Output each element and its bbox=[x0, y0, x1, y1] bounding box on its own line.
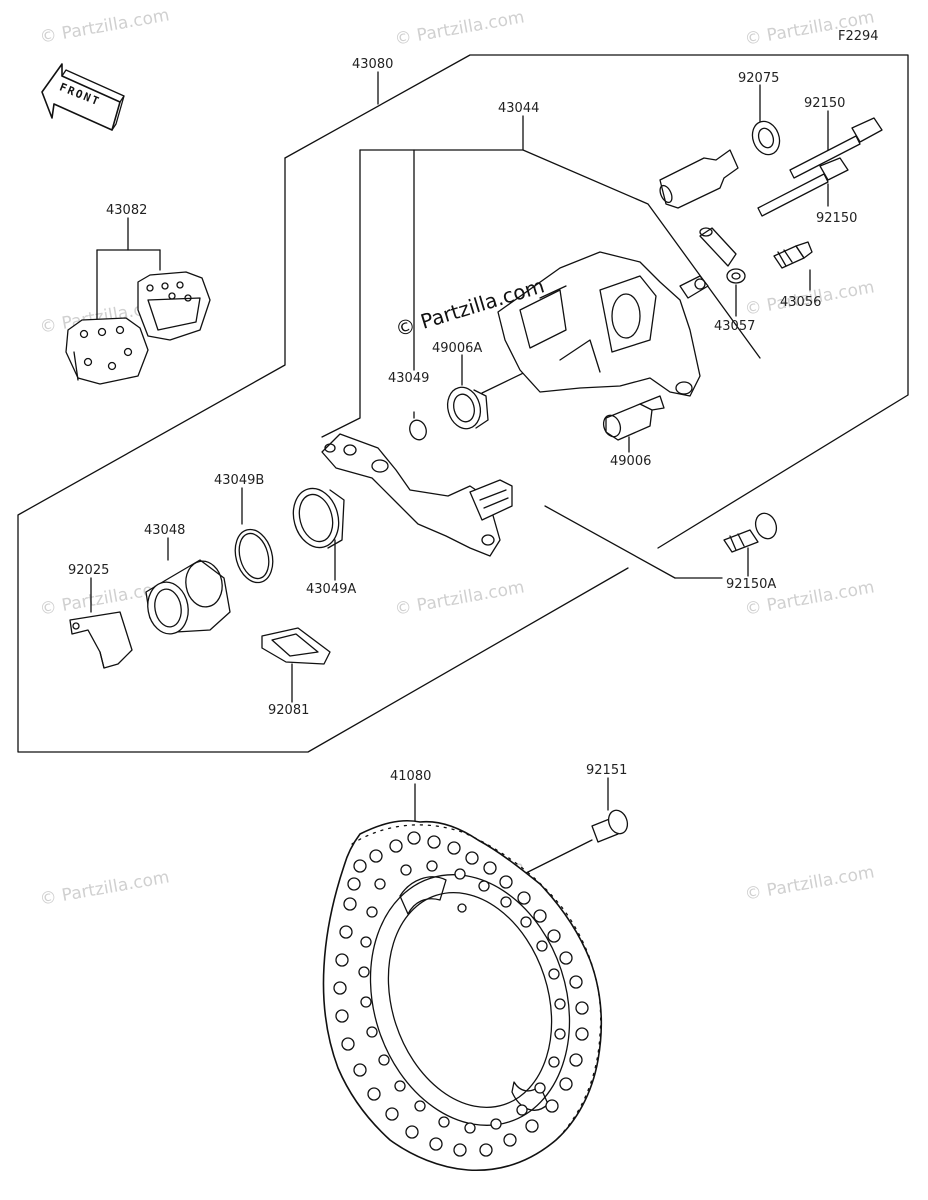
part-label-49006A[interactable]: 49006A bbox=[432, 341, 483, 356]
part-label-43082[interactable]: 43082 bbox=[106, 203, 148, 218]
brake-pad-front bbox=[65, 317, 149, 385]
slide-pin bbox=[659, 149, 739, 209]
seal-49006A bbox=[446, 386, 489, 430]
piston-43048 bbox=[145, 559, 231, 635]
bolt-92150A bbox=[723, 512, 778, 553]
part-label-41080[interactable]: 41080 bbox=[390, 769, 432, 784]
part-label-49006[interactable]: 49006 bbox=[610, 454, 652, 469]
part-label-43049A[interactable]: 43049A bbox=[306, 582, 357, 597]
clip-92025 bbox=[69, 611, 133, 669]
part-label-43080[interactable]: 43080 bbox=[352, 57, 394, 72]
bolt-92151 bbox=[591, 809, 629, 843]
bolt-49006 bbox=[602, 395, 665, 441]
shim-92081 bbox=[261, 627, 331, 665]
part-label-92150A[interactable]: 92150A bbox=[726, 577, 777, 592]
part-label-92081[interactable]: 92081 bbox=[268, 703, 310, 718]
part-label-92150-bottom[interactable]: 92150 bbox=[816, 211, 858, 226]
bracket bbox=[321, 433, 513, 557]
bolt-92150-top bbox=[789, 117, 883, 179]
part-label-43056[interactable]: 43056 bbox=[780, 295, 822, 310]
bolt-92150-bottom bbox=[757, 157, 849, 217]
part-label-92150-top[interactable]: 92150 bbox=[804, 96, 846, 111]
bleeder-43056 bbox=[773, 241, 813, 269]
part-label-43049B[interactable]: 43049B bbox=[214, 473, 265, 488]
frame-43080 bbox=[284, 54, 909, 549]
diagram-code: F2294 bbox=[838, 29, 879, 44]
washer-43049 bbox=[409, 419, 427, 441]
link-43057 bbox=[699, 227, 746, 284]
part-label-43049[interactable]: 43049 bbox=[388, 371, 430, 386]
part-label-92075[interactable]: 92075 bbox=[738, 71, 780, 86]
disc-holes bbox=[333, 831, 589, 1157]
part-label-43048[interactable]: 43048 bbox=[144, 523, 186, 538]
brake-pad-rear bbox=[137, 271, 211, 341]
caliper-body bbox=[497, 251, 709, 397]
front-arrow-icon bbox=[41, 63, 125, 131]
part-label-43057[interactable]: 43057 bbox=[714, 319, 756, 334]
part-label-43044[interactable]: 43044 bbox=[498, 101, 540, 116]
frame-43080-left bbox=[17, 157, 629, 753]
seal-92075 bbox=[751, 120, 781, 156]
ring-43049A bbox=[292, 487, 345, 549]
part-label-92025[interactable]: 92025 bbox=[68, 563, 110, 578]
ring-43049B bbox=[234, 528, 274, 584]
part-label-92151[interactable]: 92151 bbox=[586, 763, 628, 778]
brake-disc-41080 bbox=[322, 819, 603, 1172]
